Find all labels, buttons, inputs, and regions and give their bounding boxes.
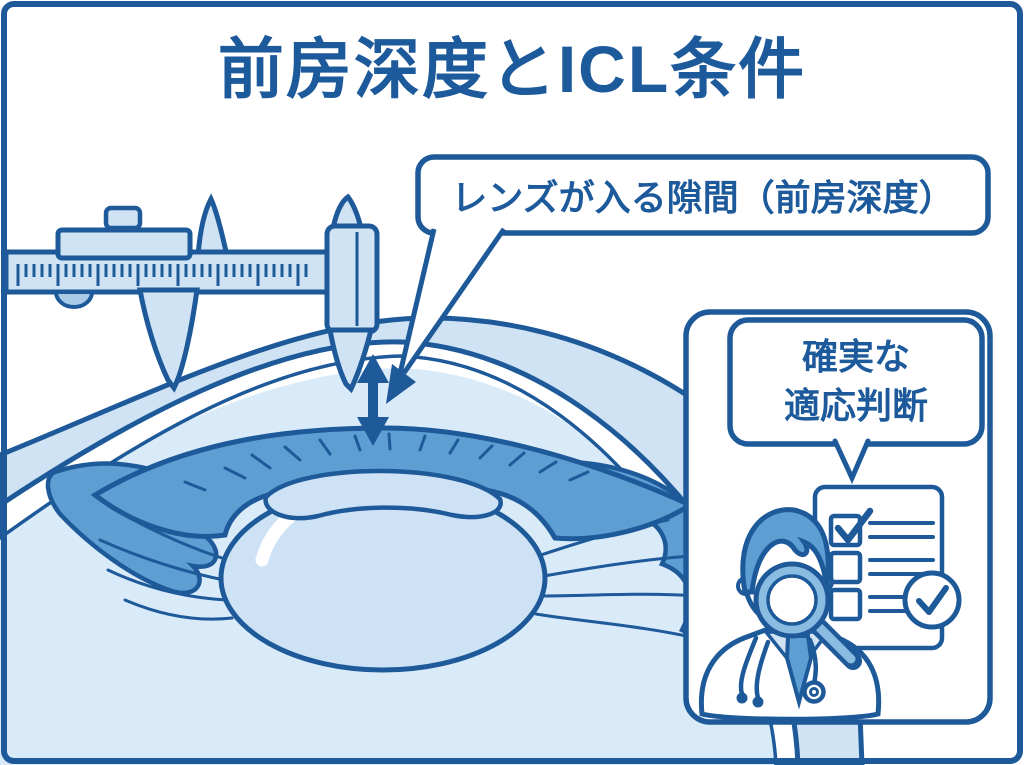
- double-headed-arrow-icon: [357, 354, 389, 446]
- judgment-label-line-2: 適応判断: [783, 385, 928, 426]
- caliper-left-jaw: [136, 287, 200, 393]
- checkbox-2-empty: [828, 550, 863, 585]
- check-circle-ring: [902, 570, 962, 630]
- check-circle-mark: [916, 585, 949, 615]
- pupil-lens-apex: [263, 468, 503, 521]
- caliper-slider-box: [55, 227, 193, 261]
- doctor-hair: [740, 507, 831, 595]
- judgment-label-line-1: 確実な: [801, 336, 910, 378]
- caliper-right-jaw: [327, 327, 375, 394]
- chamber-callout: [386, 154, 991, 404]
- stethoscope-chestpiece: [802, 680, 826, 704]
- checklist-icon: [812, 484, 962, 651]
- caliper-thumbscrew: [103, 205, 143, 231]
- caliper-ruler-ticks: [16, 264, 308, 286]
- judgment-callout-label: 確実な 適応判断: [730, 320, 982, 444]
- doctor-with-magnifier-icon: [698, 507, 882, 722]
- page-title: 前房深度とICL条件: [217, 32, 807, 106]
- magnifier-handle: [815, 623, 856, 664]
- callout-arrowhead-icon: [386, 364, 416, 404]
- checklist-lines-1: [868, 521, 935, 539]
- depth-arrow-shape: [357, 354, 389, 446]
- crystalline-lens: [218, 483, 548, 673]
- chamber-depth-callout-label: レンズが入る隙間（前房深度）: [451, 177, 955, 218]
- stethoscope-tip-2: [752, 696, 764, 708]
- caliper-sliding-head: [324, 223, 380, 335]
- judgment-tail-fill: [834, 436, 869, 478]
- judgment-callout: [727, 317, 985, 485]
- checkbox-3-empty: [828, 587, 863, 622]
- judgment-tail-lines: [832, 438, 871, 485]
- eye-cross-section: [0, 315, 865, 765]
- chamber-callout-bubble: [415, 154, 991, 236]
- checkmark-1-icon: [834, 507, 874, 544]
- iris-streaks: [183, 432, 590, 492]
- caliper-end-knob: [53, 290, 95, 309]
- check-circle-icon: [902, 570, 962, 630]
- callout-tail-lines: [396, 227, 507, 379]
- vernier-caliper-icon: [3, 193, 380, 394]
- stethoscope-tip-1: [736, 692, 748, 704]
- stethoscope-chestpiece-center: [809, 687, 819, 697]
- magnifier-glass: [766, 574, 818, 626]
